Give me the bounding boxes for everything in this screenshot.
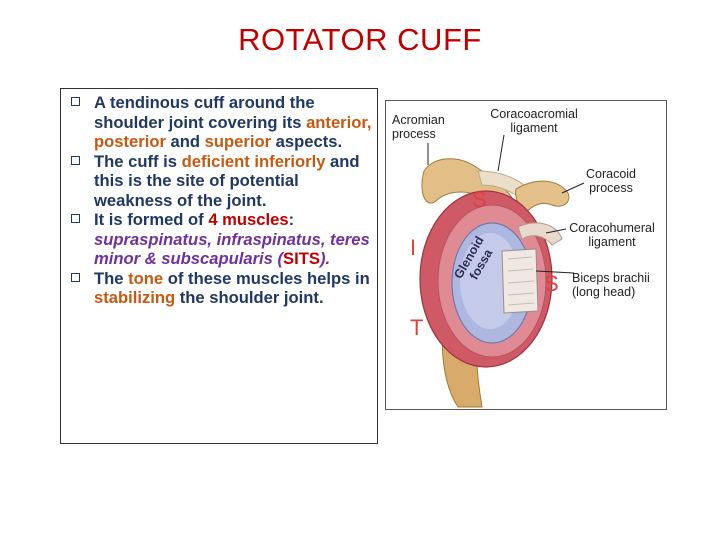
bullet-text-segment: ). — [319, 249, 331, 268]
bullet-item: It is formed of 4 muscles: supraspinatus… — [71, 210, 377, 269]
bullet-item: The tone of these muscles helps in stabi… — [71, 269, 377, 308]
bullet-item: The cuff is deficient inferiorly and thi… — [71, 152, 377, 211]
bullet-text-segment: 4 muscles — [208, 210, 289, 229]
bullet-text-segment: the shoulder joint. — [175, 288, 324, 307]
bullet-text-segment: The — [94, 268, 129, 288]
bullet-text-segment: aspects. — [271, 132, 343, 151]
bullet-text-segment: The cuff is — [94, 151, 182, 171]
bullet-text-segment: stabilizing — [94, 288, 176, 307]
shoulder-illustration — [419, 134, 585, 408]
bullet-text-segment: anterior, posterior — [94, 112, 372, 152]
bullet-text-segment: It is formed of — [94, 210, 209, 229]
page-title: ROTATOR CUFF — [238, 22, 482, 57]
bullet-text-segment: and this is the site of potential weakne… — [94, 151, 360, 210]
checkbox-bullet-icon — [71, 155, 80, 165]
bullet-list: A tendinous cuff around the shoulder joi… — [61, 89, 377, 308]
bullet-text-segment: A tendinous cuff around the shoulder joi… — [94, 93, 315, 132]
label-coracohumeral-ligament: Coracohumeral ligament — [569, 221, 655, 249]
bullet-text-segment: SITS — [283, 249, 320, 268]
letter-teres-minor: T — [410, 315, 424, 340]
bullet-text-segment: deficient inferiorly — [181, 151, 326, 171]
bullet-text-segment: superior — [204, 132, 272, 151]
bullet-text-segment: : — [288, 210, 295, 229]
label-coracoid-process: Coracoid process — [585, 167, 637, 195]
letter-subscapularis: S — [544, 271, 559, 296]
bullet-text-segment: of these muscles helps in — [163, 268, 370, 288]
text-panel: A tendinous cuff around the shoulder joi… — [60, 88, 378, 444]
bullet-text-segment: and — [165, 132, 205, 151]
checkbox-bullet-icon — [71, 97, 80, 106]
checkbox-bullet-icon — [71, 214, 80, 223]
checkbox-bullet-icon — [71, 272, 80, 282]
bullet-text-segment: tone — [128, 268, 164, 288]
letter-infraspinatus: I — [410, 235, 417, 260]
label-coracoacromial-ligament: Coracoacromial ligament — [490, 107, 578, 135]
anatomy-figure: Acromian process Coracoacromial ligament… — [385, 100, 667, 410]
label-biceps-brachii: Biceps brachii (long head) — [572, 271, 650, 299]
bullet-item: A tendinous cuff around the shoulder joi… — [71, 93, 377, 152]
letter-supraspinatus: S — [472, 187, 487, 212]
bullet-text-segment: supraspinatus, infraspinatus, teres mino… — [94, 229, 370, 269]
bullet-text-segment: ( — [272, 249, 284, 268]
label-acromian-process: Acromian process — [392, 113, 445, 141]
